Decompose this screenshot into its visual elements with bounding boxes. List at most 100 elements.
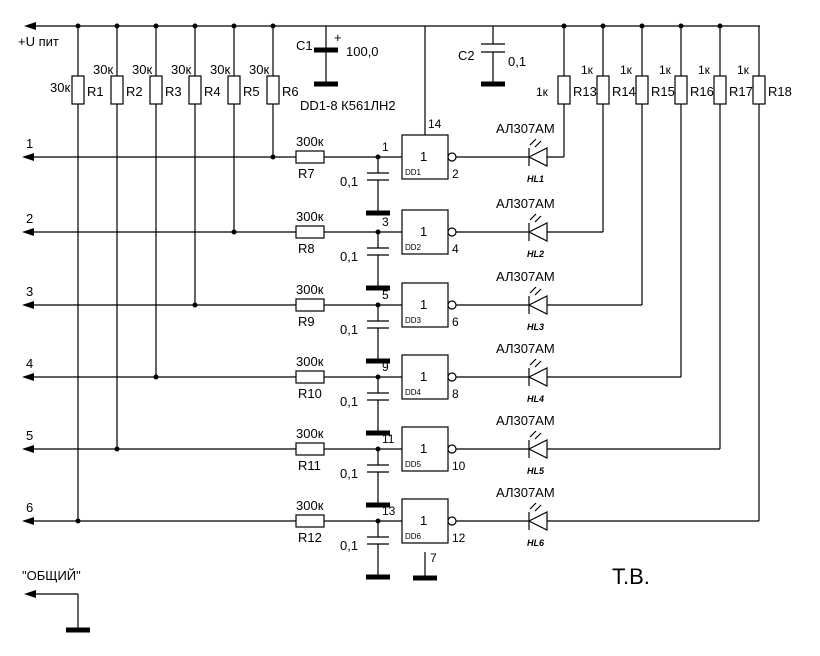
led-ray — [534, 504, 542, 512]
led-resistor-value: 1к — [659, 63, 672, 77]
led-ray — [529, 213, 537, 221]
pullup-resistor-body — [227, 75, 241, 105]
c2-name: C2 — [458, 48, 475, 63]
gate-symbol: 1 — [420, 149, 427, 164]
led-resistor-body — [557, 75, 571, 105]
gnd-pin: 7 — [430, 551, 437, 565]
chip-label: DD1-8 К561ЛН2 — [300, 98, 396, 113]
input-arrow — [22, 445, 34, 453]
gate-output-pin: 12 — [452, 531, 466, 545]
led-triangle — [527, 511, 548, 531]
led-resistor-name: R17 — [729, 84, 753, 99]
inverter-gate — [401, 354, 449, 400]
led-name: HL1 — [527, 174, 544, 184]
inverter-gate — [401, 134, 449, 180]
pullup-value: 30к — [50, 80, 70, 95]
gate-name: DD1 — [405, 168, 422, 177]
author-label: Т.В. — [612, 564, 650, 589]
pullup-name: R2 — [126, 84, 143, 99]
led-name: HL3 — [527, 322, 544, 332]
inverter-gate — [401, 426, 449, 472]
gate-name: DD4 — [405, 388, 422, 397]
led-name: HL4 — [527, 394, 544, 404]
led-ray — [534, 215, 542, 223]
led-type: АЛ307АМ — [496, 196, 555, 211]
input-number: 5 — [26, 428, 33, 443]
vdd-pin: 14 — [428, 117, 442, 131]
junction-dot — [153, 23, 159, 29]
junction-dot — [639, 23, 645, 29]
junction-dot — [600, 23, 606, 29]
c1-name: C1 — [296, 38, 313, 53]
cap-value: 0,1 — [340, 394, 358, 409]
pullup-name: R6 — [282, 84, 299, 99]
led-ray — [529, 286, 537, 294]
pullup-name: R3 — [165, 84, 182, 99]
series-resistor-body — [295, 298, 325, 312]
series-resistor-body — [295, 514, 325, 528]
junction-dot — [561, 23, 567, 29]
led-ray — [529, 430, 537, 438]
led-type: АЛ307АМ — [496, 269, 555, 284]
gate-input-pin: 5 — [382, 288, 389, 302]
series-resistor-body — [295, 442, 325, 456]
junction-dot — [270, 23, 276, 29]
inverter-bubble — [447, 300, 457, 310]
c1-value: 100,0 — [346, 44, 379, 59]
series-resistor-value: 300к — [296, 498, 324, 513]
led-resistor-value: 1к — [581, 63, 594, 77]
led-resistor-body — [674, 75, 688, 105]
series-resistor-value: 300к — [296, 282, 324, 297]
series-resistor-body — [295, 370, 325, 384]
input-arrow — [22, 373, 34, 381]
gate-input-pin: 11 — [382, 432, 395, 446]
gate-input-pin: 9 — [382, 360, 389, 374]
supply-label: +U пит — [18, 34, 59, 49]
junction-dot — [75, 23, 81, 29]
gate-symbol: 1 — [420, 369, 427, 384]
gate-output-pin: 4 — [452, 242, 459, 256]
inverter-gate — [401, 209, 449, 255]
gate-symbol: 1 — [420, 513, 427, 528]
common-label: "ОБЩИЙ" — [22, 568, 81, 583]
gate-input-pin: 13 — [382, 504, 396, 518]
series-resistor-body — [295, 225, 325, 239]
common-arrow — [24, 590, 36, 598]
gate-output-pin: 6 — [452, 315, 459, 329]
led-name: HL2 — [527, 249, 544, 259]
pullup-value: 30к — [93, 62, 113, 77]
pullup-resistor-body — [71, 75, 85, 105]
inverter-gate — [401, 498, 449, 544]
led-resistor-name: R15 — [651, 84, 675, 99]
series-resistor-value: 300к — [296, 426, 324, 441]
led-resistor-value: 1к — [536, 85, 549, 99]
pullup-value: 30к — [132, 62, 152, 77]
gate-name: DD5 — [405, 460, 422, 469]
led-name: HL5 — [527, 466, 545, 476]
led-type: АЛ307АМ — [496, 341, 555, 356]
led-ray — [534, 140, 542, 148]
inverter-bubble — [447, 516, 457, 526]
c1-plus: + — [334, 30, 342, 45]
supply-arrow — [24, 22, 36, 30]
pullup-value: 30к — [210, 62, 230, 77]
series-resistor-name: R9 — [298, 314, 315, 329]
led-ray — [534, 432, 542, 440]
pullup-resistor-body — [266, 75, 280, 105]
led-resistor-name: R13 — [573, 84, 597, 99]
input-arrow — [22, 517, 34, 525]
led-ray — [529, 358, 537, 366]
led-triangle — [527, 367, 548, 387]
input-arrow — [22, 153, 34, 161]
gate-name: DD3 — [405, 316, 422, 325]
series-resistor-value: 300к — [296, 134, 324, 149]
pullup-name: R1 — [87, 84, 104, 99]
inverter-gate — [401, 282, 449, 328]
gate-output-pin: 2 — [452, 167, 459, 181]
cap-value: 0,1 — [340, 466, 358, 481]
pullup-resistor-body — [149, 75, 163, 105]
